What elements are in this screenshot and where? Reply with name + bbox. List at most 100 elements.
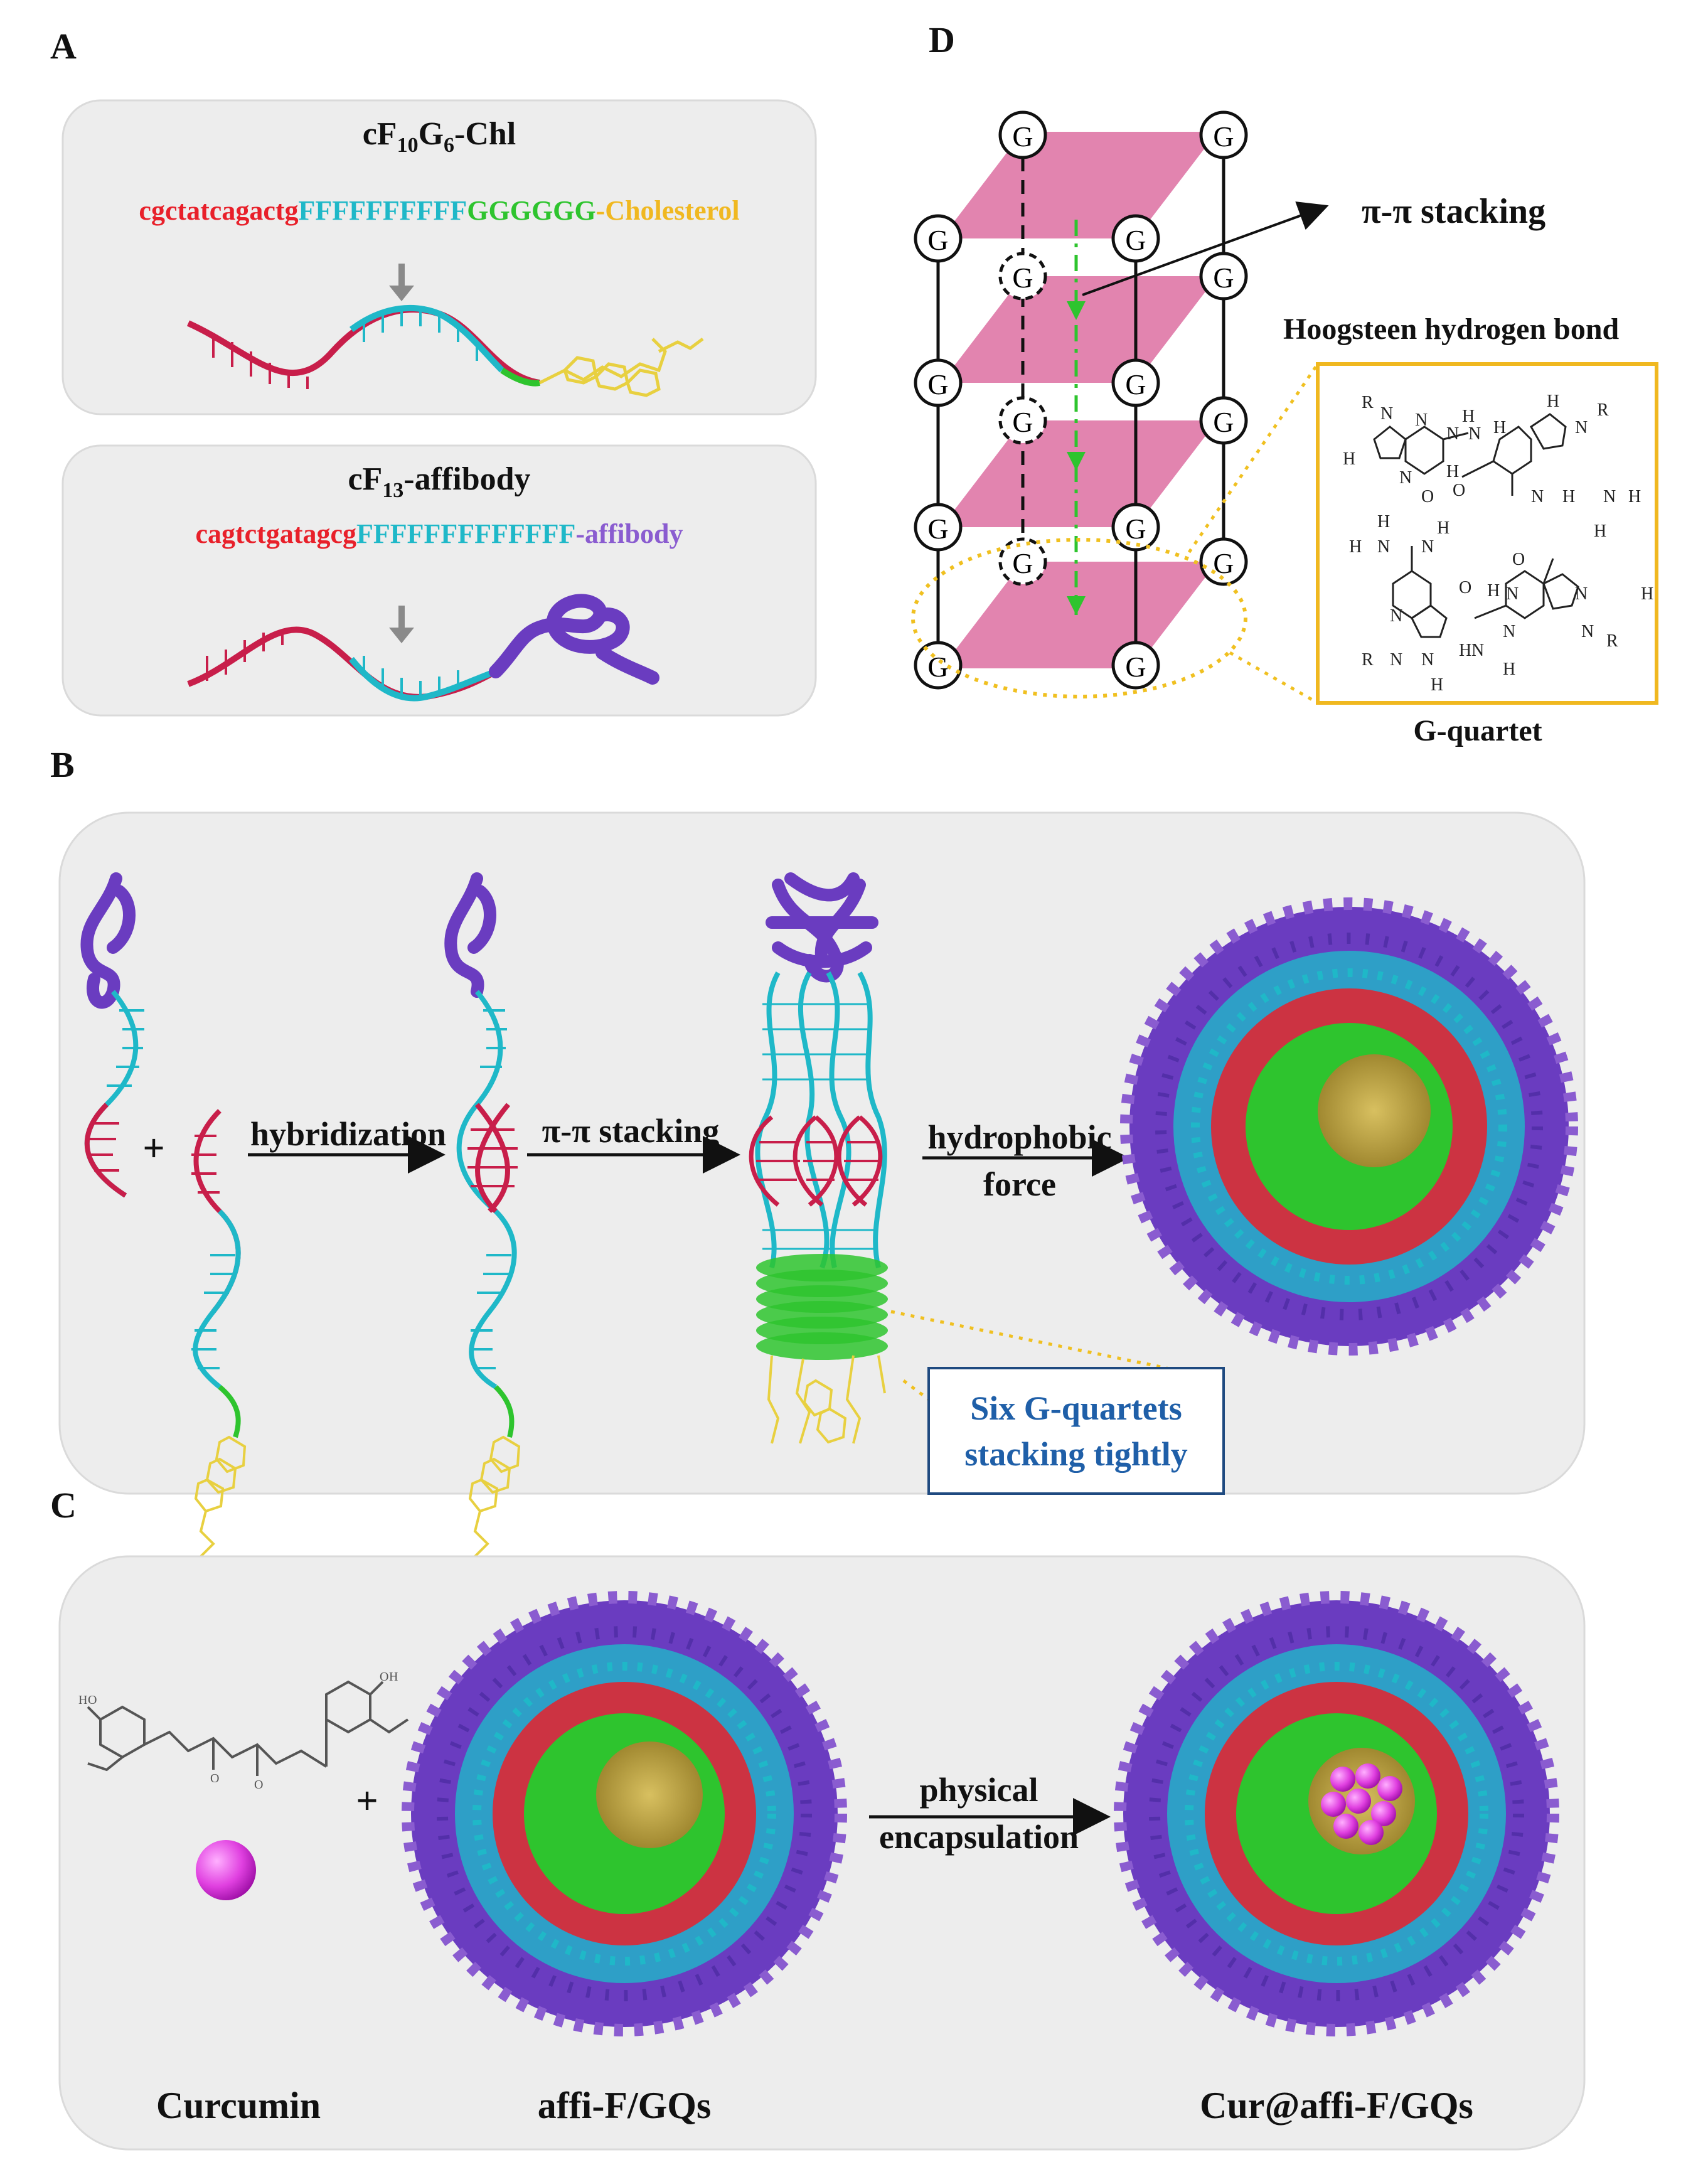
svg-text:H: H xyxy=(1343,449,1355,469)
svg-text:O: O xyxy=(380,1670,388,1684)
panel-letter-d: D xyxy=(929,19,955,60)
svg-text:G: G xyxy=(927,368,948,400)
g-node: G xyxy=(914,214,963,263)
g-node: G xyxy=(1199,252,1248,301)
svg-text:O: O xyxy=(1421,487,1434,506)
box2-down-arrow xyxy=(389,606,414,643)
c-label-cur-affi-fgqs: Cur@affi-F/GQs xyxy=(1200,2085,1473,2126)
svg-text:H: H xyxy=(1431,675,1443,695)
svg-text:G: G xyxy=(1213,262,1234,294)
g-node: G xyxy=(998,252,1047,301)
b-stacking-label: π-π stacking xyxy=(542,1112,720,1150)
b-callout-connector-1 xyxy=(890,1310,1168,1370)
g-node: G xyxy=(1199,110,1248,159)
svg-text:G: G xyxy=(1125,368,1146,400)
box2-dna-strand xyxy=(187,594,659,702)
svg-text:N: N xyxy=(1421,650,1434,670)
panel-b: + hybridization xyxy=(58,811,1586,1558)
svg-text:G: G xyxy=(1012,406,1033,438)
b-callout-line-2: stacking tightly xyxy=(964,1435,1188,1473)
g-quartet-label: G-quartet xyxy=(1413,714,1542,747)
svg-text:O: O xyxy=(1459,578,1471,597)
stack-vertical-lines xyxy=(936,135,1225,665)
b-g-quartet-stack xyxy=(756,1254,888,1360)
box2-title: cF13-affibody xyxy=(348,461,530,502)
g-quartet-planes xyxy=(941,132,1217,668)
svg-text:N: N xyxy=(1421,537,1434,557)
g-node: G xyxy=(1199,396,1248,445)
panel-letter-b: B xyxy=(50,744,75,785)
svg-text:H: H xyxy=(1462,407,1475,426)
svg-text:N: N xyxy=(1471,641,1484,660)
quartet-highlight-ellipse xyxy=(911,538,1247,698)
svg-text:H: H xyxy=(78,1693,87,1707)
g-node: G xyxy=(914,641,963,690)
panel-a: cF10G6-Chl cgctatcagactgFFFFFFFFFFGGGGGG… xyxy=(61,99,817,717)
svg-text:G: G xyxy=(1012,262,1033,294)
svg-text:N: N xyxy=(1603,487,1616,506)
svg-text:H: H xyxy=(1594,522,1606,541)
g-quartet-structure-box xyxy=(1316,362,1658,705)
svg-text:G: G xyxy=(1125,224,1146,256)
svg-text:H: H xyxy=(1641,584,1653,604)
hbond-label: Hoogsteen hydrogen bond xyxy=(1283,313,1620,346)
panel-c: H O O O O H + physical encapsulation xyxy=(58,1555,1586,2151)
g-node: G xyxy=(998,110,1047,159)
svg-text:G: G xyxy=(1213,547,1234,579)
g-node: G xyxy=(1111,358,1160,407)
curcumin-atom-labels: H O O O O H xyxy=(78,1670,398,1792)
svg-text:N: N xyxy=(1377,537,1390,557)
g-node: G xyxy=(914,358,963,407)
svg-text:G: G xyxy=(927,224,948,256)
panel-a-box-1 xyxy=(61,99,817,415)
svg-text:H: H xyxy=(1349,537,1362,557)
b-affibody-strand xyxy=(80,872,144,1198)
svg-text:O: O xyxy=(88,1693,97,1707)
svg-text:N: N xyxy=(1468,424,1481,444)
b-hydrophobic-label-1: hydrophobic xyxy=(927,1118,1111,1156)
box1-down-arrow xyxy=(389,264,414,301)
box2-sequence: cagtctgatagcgFFFFFFFFFFFFF-affibody xyxy=(195,518,683,549)
c-label-curcumin: Curcumin xyxy=(156,2085,321,2126)
g-node: G xyxy=(1111,641,1160,690)
svg-text:H: H xyxy=(1459,641,1471,660)
g-node: G xyxy=(914,503,963,552)
g-nucleotides: G G G G G G G G G G G G G G G G xyxy=(914,110,1248,690)
svg-text:H: H xyxy=(1493,418,1506,437)
svg-text:G: G xyxy=(1213,406,1234,438)
svg-text:O: O xyxy=(210,1772,219,1785)
g-quartet-chemical-structure xyxy=(1373,413,1579,638)
svg-text:N: N xyxy=(1446,424,1459,444)
svg-text:N: N xyxy=(1575,418,1588,437)
zoom-connector-bottom xyxy=(1229,651,1319,705)
svg-text:N: N xyxy=(1380,404,1393,424)
c-micelle-loaded xyxy=(1114,1591,1559,2036)
svg-text:H: H xyxy=(1487,581,1500,601)
zoom-connector-top xyxy=(1187,363,1320,554)
g-node: G xyxy=(998,537,1047,586)
b-plus-sign: + xyxy=(142,1127,164,1170)
g-node: G xyxy=(1111,214,1160,263)
svg-text:R: R xyxy=(1362,393,1374,412)
svg-text:R: R xyxy=(1597,400,1609,420)
b-micelle xyxy=(1120,897,1578,1356)
panel-d: G G G G G G G G G G G G G G G G π-π stac… xyxy=(911,110,1658,747)
b-callout-box xyxy=(927,1367,1225,1495)
curcumin-ball-icon xyxy=(196,1840,256,1900)
panel-letter-c: C xyxy=(50,1485,77,1526)
svg-text:N: N xyxy=(1399,468,1412,488)
svg-text:H: H xyxy=(1547,392,1559,411)
b-hybridized-duplex xyxy=(444,872,521,1558)
curcumin-structure xyxy=(87,1680,409,1776)
c-label-affi-fgqs: affi-F/GQs xyxy=(538,2085,712,2126)
svg-text:N: N xyxy=(1531,487,1544,506)
svg-text:G: G xyxy=(1012,120,1033,152)
b-hybridization-label: hybridization xyxy=(250,1115,446,1153)
c-arrow-label-1: physical xyxy=(919,1771,1038,1809)
svg-text:G: G xyxy=(927,513,948,545)
svg-text:H: H xyxy=(1446,462,1459,481)
svg-text:R: R xyxy=(1362,650,1374,670)
svg-text:H: H xyxy=(389,1670,398,1684)
box1-sequence: cgctatcagactgFFFFFFFFFFGGGGGG-Cholestero… xyxy=(139,195,739,226)
